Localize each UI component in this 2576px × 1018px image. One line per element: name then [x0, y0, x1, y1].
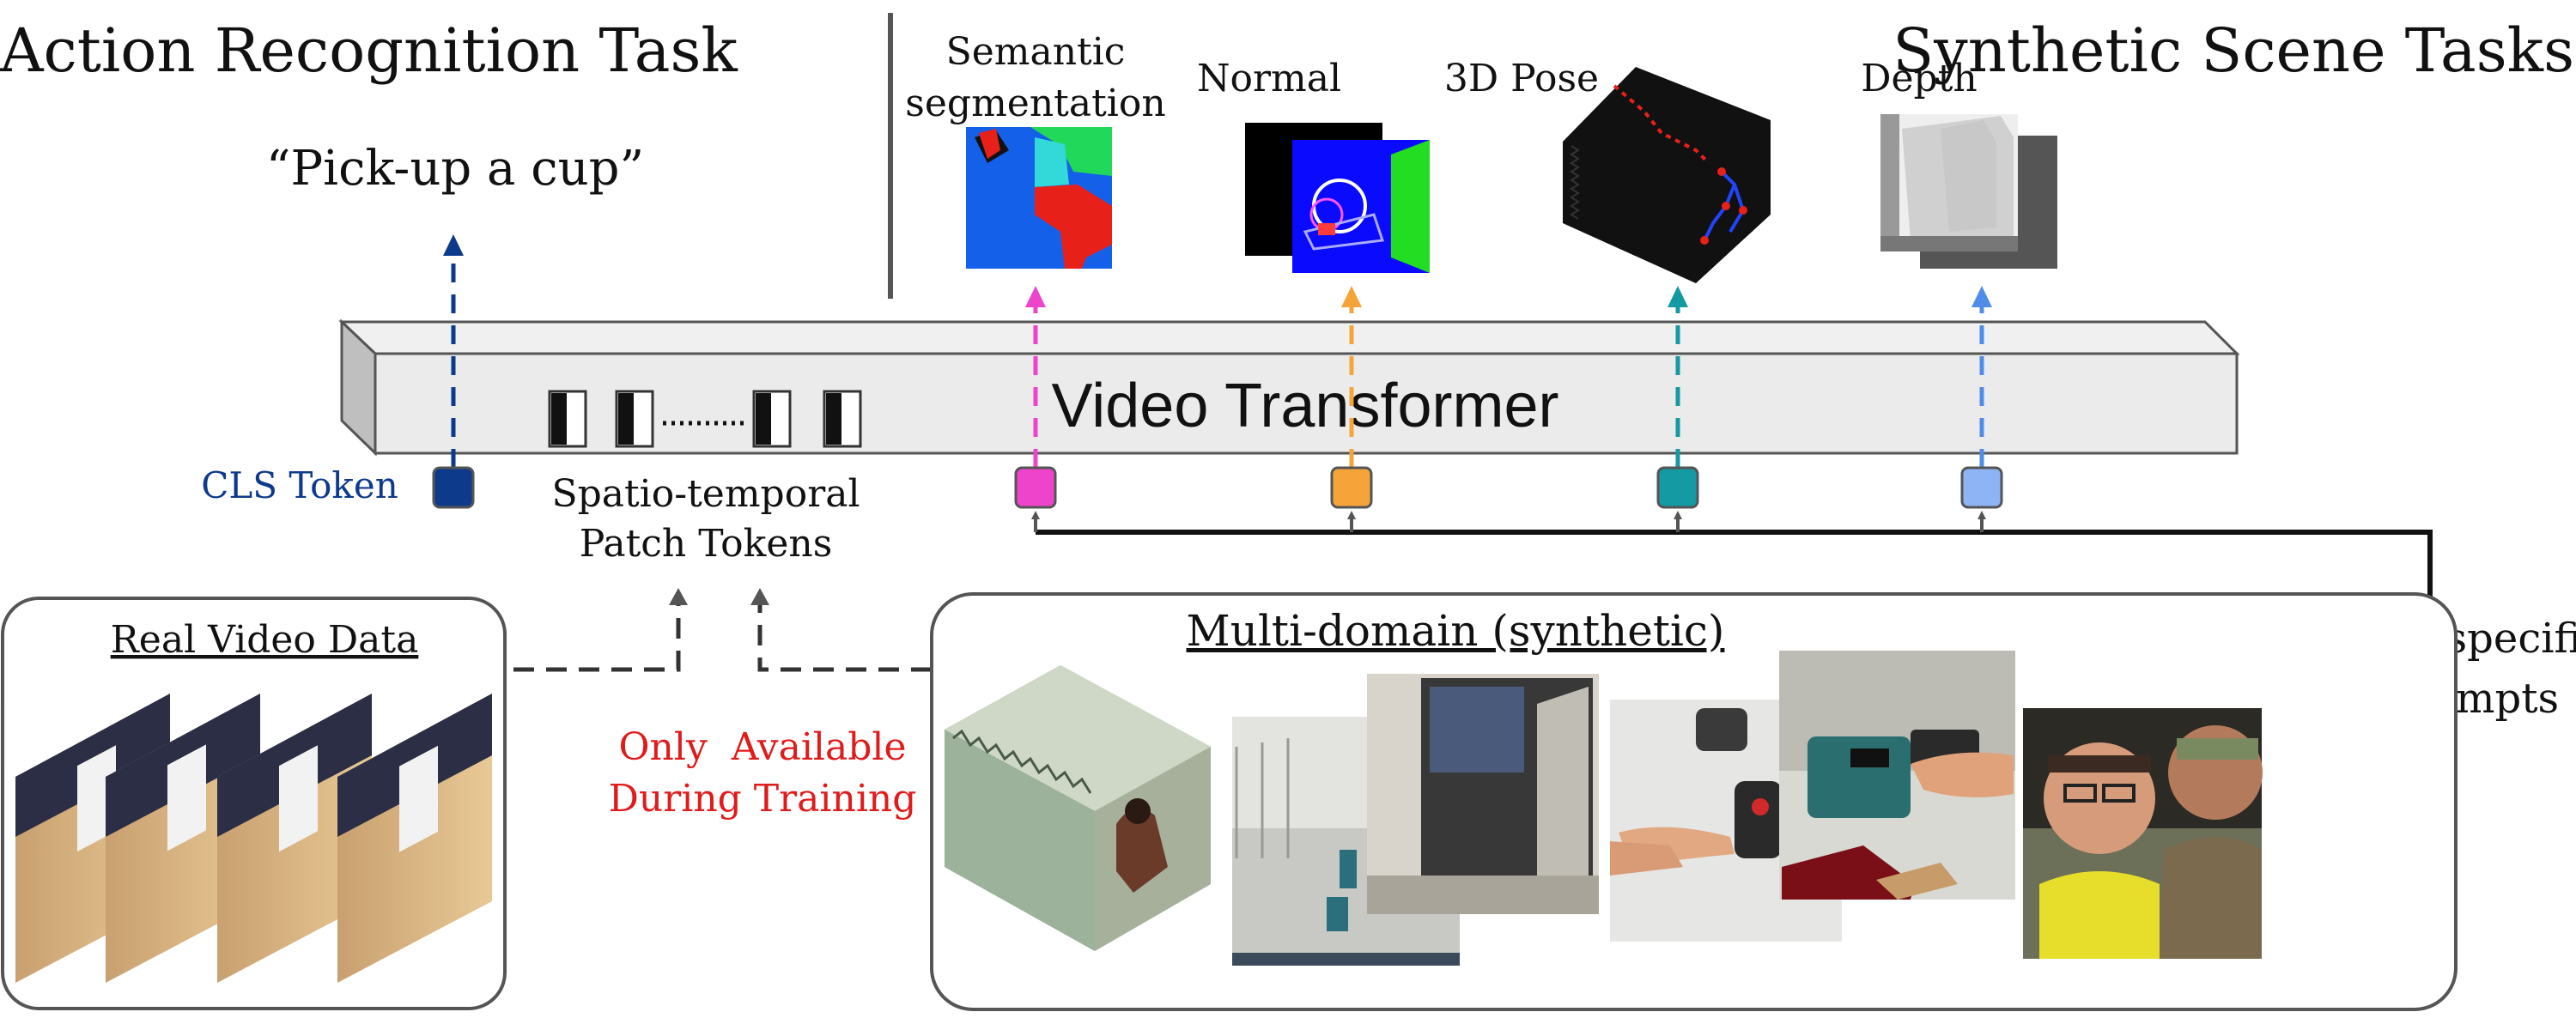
patch-tokens-label-1: Spatio-temporal [551, 472, 860, 516]
semantic-label-2: segmentation [905, 82, 1165, 125]
synthetic-character-image [2023, 708, 2263, 959]
semantic-prompt [1014, 286, 1057, 509]
pose-image [1563, 67, 1771, 283]
left-title: Action Recognition Task [0, 15, 738, 86]
synthetic-title: Multi-domain (synthetic) [1187, 606, 1725, 656]
patch-token-icons [548, 390, 862, 448]
video-transformer-box [338, 318, 2240, 457]
normal-label: Normal [1197, 57, 1341, 100]
cls-arrowhead [443, 234, 464, 256]
normal-image [1245, 123, 1430, 273]
video-transformer-label: Video Transformer [1052, 372, 1559, 440]
training-note-1: Only Available [618, 725, 906, 769]
cls-token [432, 466, 475, 509]
normal-prompt [1330, 286, 1373, 509]
patch-tokens-label-2: Patch Tokens [580, 522, 833, 566]
synthetic-workbench-image [1779, 651, 2015, 900]
depth-label: Depth [1861, 57, 1978, 100]
prompt-routing [1031, 511, 2433, 605]
semantic-label-1: Semantic [946, 30, 1126, 74]
cls-token-label: CLS Token [201, 464, 398, 506]
training-note-2: During Training [609, 777, 917, 821]
right-title: Synthetic Scene Tasks [1893, 15, 2574, 86]
action-label: “Pick-up a cup” [266, 141, 644, 197]
pose-prompt [1656, 286, 1699, 509]
semantic-segmentation-image [966, 127, 1112, 269]
depth-prompt [1960, 286, 2003, 509]
synthetic-video-stack [945, 665, 1211, 951]
synthetic-room-image [1232, 674, 1599, 966]
pose-label: 3D Pose [1444, 57, 1599, 100]
depth-image [1880, 114, 2057, 269]
real-video-title: Real Video Data [111, 618, 419, 662]
data-connectors [481, 588, 932, 672]
real-video-frames [15, 694, 492, 983]
